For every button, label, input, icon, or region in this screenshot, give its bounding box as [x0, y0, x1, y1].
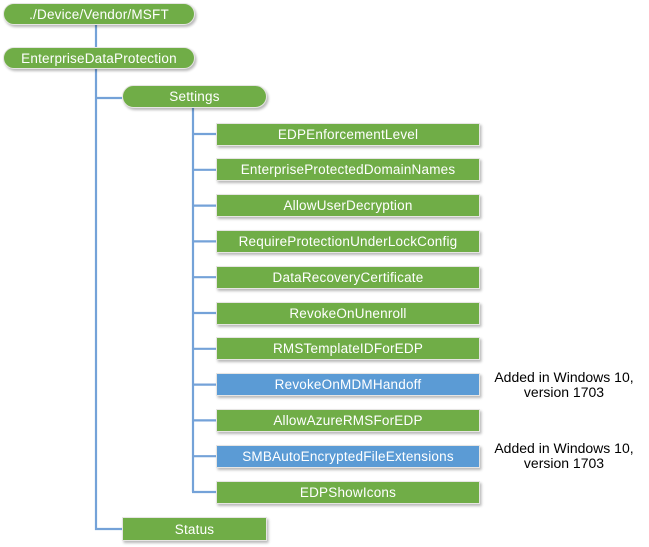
- version-annotation: Added in Windows 10, version 1703: [494, 440, 634, 472]
- node-enterprise-data-protection: EnterpriseDataProtection: [3, 47, 195, 69]
- tree-node-label: RevokeOnMDMHandoff: [274, 377, 422, 393]
- tree-node: RevokeOnUnenroll: [216, 301, 480, 325]
- tree-node: RevokeOnMDMHandoff: [216, 373, 480, 397]
- tree-node-label: SMBAutoEncryptedFileExtensions: [242, 448, 454, 464]
- tree-node-label: EnterpriseProtectedDomainNames: [240, 162, 456, 178]
- tree-node: SMBAutoEncryptedFileExtensions: [216, 444, 480, 468]
- tree-node: RMSTemplateIDForEDP: [216, 337, 480, 361]
- node-status: Status: [122, 517, 267, 541]
- tree-node-label: RevokeOnUnenroll: [289, 305, 407, 321]
- tree-node-label: EDPEnforcementLevel: [277, 126, 419, 142]
- tree-node-label: DataRecoveryCertificate: [272, 269, 424, 285]
- tree-node: EDPShowIcons: [216, 480, 480, 504]
- connector-enterprise-trunk-to-status: [94, 69, 122, 531]
- tree-node: DataRecoveryCertificate: [216, 265, 480, 289]
- node-settings: Settings: [122, 85, 267, 108]
- version-annotation: Added in Windows 10, version 1703: [494, 368, 634, 400]
- tree-node-label: EDPShowIcons: [299, 484, 397, 500]
- tree-node: EDPEnforcementLevel: [216, 122, 480, 146]
- connector-child-stubs: [192, 132, 216, 494]
- tree-node: AllowUserDecryption: [216, 194, 480, 218]
- tree-node-label: RequireProtectionUnderLockConfig: [238, 233, 458, 249]
- node-device-vendor-msft: ./Device/Vendor/MSFT: [3, 3, 195, 25]
- tree-node-label: AllowUserDecryption: [283, 198, 413, 214]
- tree-node: AllowAzureRMSForEDP: [216, 408, 480, 432]
- tree-node: RequireProtectionUnderLockConfig: [216, 229, 480, 253]
- tree-node: EnterpriseProtectedDomainNames: [216, 158, 480, 182]
- tree-node-label: RMSTemplateIDForEDP: [272, 341, 424, 357]
- tree-node-label: AllowAzureRMSForEDP: [273, 412, 423, 428]
